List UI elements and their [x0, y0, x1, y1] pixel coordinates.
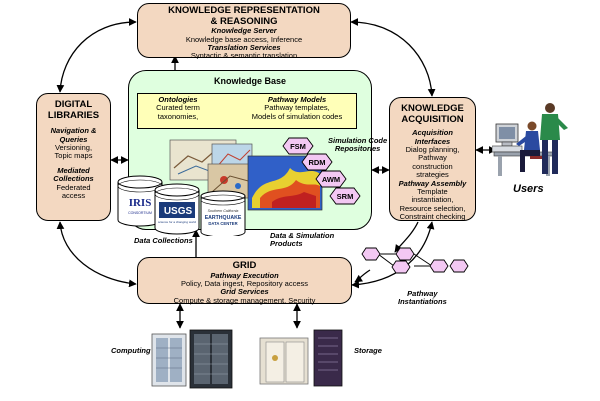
hex-awm[interactable]: AWM — [315, 170, 347, 188]
dl-mediated-line2: Collections — [53, 174, 94, 184]
grid-services-desc: Compute & storage management, Security — [173, 295, 316, 305]
dl-mediated-desc2: access — [61, 190, 86, 200]
grid-services: Grid Services — [220, 287, 269, 297]
db-usgs-logo: USGS — [164, 206, 193, 217]
hex-rdm[interactable]: RDM — [301, 153, 333, 171]
server-rack-icon-2 — [189, 329, 233, 389]
inst-hex-2 — [395, 247, 415, 261]
kr-translation-services-desc: Syntactic & semantic translation — [190, 52, 298, 60]
server-rack-icon-1 — [151, 333, 187, 387]
kr-box[interactable]: KNOWLEDGE REPRESENTATION & REASONING Kno… — [137, 3, 351, 60]
users-illustration — [492, 103, 568, 176]
kb-title: Knowledge Base — [213, 76, 287, 86]
dl-box[interactable]: DIGITAL LIBRARIES Navigation & Queries V… — [36, 93, 111, 221]
grid-pathway-execution: Pathway Execution — [210, 270, 279, 280]
dl-nav-line1: Navigation & — [50, 126, 97, 136]
inst-hex-4 — [429, 259, 449, 273]
pathway-models-desc1: Pathway templates, — [264, 103, 330, 113]
ontologies-desc2: taxonomies, — [157, 111, 199, 121]
dl-nav-desc2: Topic maps — [54, 151, 93, 161]
dl-title-line2: LIBRARIES — [47, 109, 100, 121]
db-scec-line3: DATA CENTER — [208, 221, 237, 226]
standing-person-icon — [540, 103, 568, 174]
ka-pa-desc-2: Resource selection, — [399, 203, 466, 213]
ka-acq-line1: Acquisition — [412, 128, 453, 138]
hex-srm[interactable]: SRM — [329, 187, 361, 205]
ka-pa-desc-1: instantiation, — [411, 195, 454, 205]
inst-hex-1 — [361, 247, 381, 261]
user-monitor-icon — [492, 123, 523, 153]
db-scec-line1: Southern California — [208, 209, 239, 213]
inst-hex-5 — [449, 259, 469, 273]
dl-mediated-desc1: Federated — [56, 182, 91, 192]
pathway-models-desc2: Models of simulation codes — [251, 111, 343, 121]
hex-rdm-label: RDM — [308, 158, 325, 167]
computing-label: Computing — [111, 346, 151, 355]
pathway-instantiations-label: Pathway Instantiations — [398, 289, 447, 307]
storage-hardware — [259, 329, 343, 387]
ontologies-desc1: Curated term — [156, 103, 200, 113]
seated-person-icon — [516, 121, 542, 172]
pathway-instantiation-hexagons — [361, 247, 469, 274]
hex-fsm-label: FSM — [290, 142, 306, 151]
inst-hex-3 — [391, 260, 411, 274]
hex-fsm[interactable]: FSM — [282, 137, 314, 155]
hex-srm-label: SRM — [337, 192, 354, 201]
ka-box[interactable]: KNOWLEDGE ACQUISITION Acquisition Interf… — [389, 97, 476, 221]
users-label: Users — [513, 183, 544, 195]
dl-mediated-line1: Mediated — [57, 165, 90, 175]
ka-acq-desc-2: construction — [412, 161, 453, 171]
dl-nav-desc1: Versioning, — [54, 143, 93, 153]
ontologies-title: Ontologies — [158, 95, 198, 104]
sim-code-hexagons: FSM RDM AWM SRM — [282, 137, 361, 205]
ka-acq-line2: Interfaces — [414, 136, 451, 146]
storage-unit-icon-2 — [313, 329, 343, 387]
kr-title-line2: & REASONING — [210, 15, 278, 27]
db-usgs[interactable]: USGS science for a changing world — [154, 183, 200, 235]
db-scec[interactable]: Southern California EARTHQUAKE DATA CENT… — [200, 190, 246, 236]
ka-acq-desc-0: Dialog planning, — [405, 145, 460, 155]
ka-title-line1: KNOWLEDGE — [401, 103, 464, 114]
hex-awm-label: AWM — [322, 175, 340, 184]
computing-hardware — [151, 329, 233, 389]
db-iris[interactable]: IRIS CONSORTIUM — [117, 175, 163, 227]
ontology-panel[interactable]: Ontologies Curated term taxonomies, Path… — [137, 93, 357, 129]
dl-nav-line2: Queries — [59, 134, 88, 144]
db-iris-logo: IRIS — [129, 197, 152, 209]
map-images — [169, 139, 323, 211]
storage-label: Storage — [354, 346, 382, 355]
arrow-kr-dl — [56, 18, 137, 93]
db-usgs-sub: science for a changing world — [158, 220, 196, 224]
sim-code-label: Simulation Code Repositories — [328, 136, 388, 154]
ka-acq-desc-3: strategies — [416, 170, 449, 180]
kr-title-line1: KNOWLEDGE REPRESENTATION — [168, 5, 320, 16]
ka-pa-desc-3: Constraint checking — [399, 213, 466, 221]
kr-knowledge-server: Knowledge Server — [211, 26, 277, 36]
ka-pathway-assembly: Pathway Assembly — [398, 178, 467, 188]
data-sim-products-label: Data & Simulation Products — [270, 231, 335, 249]
ka-title-line2: ACQUISITION — [401, 113, 464, 125]
storage-unit-icon-1 — [259, 337, 309, 385]
ka-pa-desc-0: Template — [417, 186, 448, 196]
kr-translation-services: Translation Services — [207, 43, 281, 53]
ka-acq-desc-1: Pathway — [418, 153, 447, 163]
pathway-models-title: Pathway Models — [267, 95, 327, 104]
db-iris-sub: CONSORTIUM — [128, 211, 152, 215]
grid-box[interactable]: GRID Pathway Execution Policy, Data inge… — [137, 257, 352, 305]
data-collections-cylinders: IRIS CONSORTIUM USGS science for a chang… — [117, 175, 246, 236]
kr-knowledge-server-desc: Knowledge base access, Inference — [185, 34, 303, 44]
grid-pathway-execution-desc: Policy, Data ingest, Repository access — [181, 279, 308, 289]
grid-title: GRID — [232, 260, 257, 271]
data-collections-label: Data Collections — [134, 236, 193, 245]
dl-title-line1: DIGITAL — [54, 99, 93, 110]
db-scec-line2: EARTHQUAKE — [205, 215, 242, 221]
